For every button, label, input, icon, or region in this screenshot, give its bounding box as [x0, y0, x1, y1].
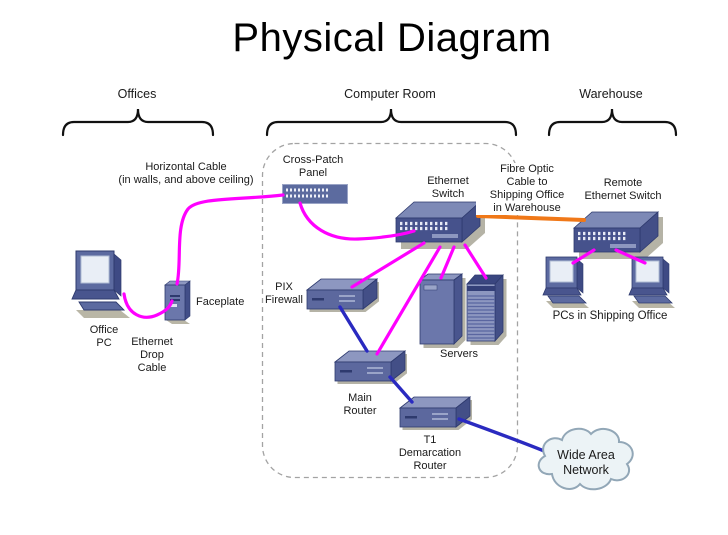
server-icon — [463, 272, 507, 352]
remote-switch-label: Remote Ethernet Switch — [584, 177, 662, 202]
cross-patch-panel — [282, 184, 348, 204]
ethernet-drop-cable-label: Ethernet Drop Cable — [131, 336, 173, 374]
t1-demarcation-router — [396, 392, 472, 432]
section-label-computer-room: Computer Room — [344, 87, 436, 101]
switch-icon — [392, 198, 486, 250]
shipping-pc-1 — [541, 255, 593, 311]
pc-icon — [541, 255, 593, 311]
patch-panel-icon — [282, 184, 348, 204]
remote-ethernet-switch — [570, 208, 664, 260]
faceplate-label: Faceplate — [196, 296, 245, 308]
wan-label: Wide Area Network — [557, 448, 615, 477]
main-router-label: Main Router — [343, 392, 377, 417]
page-title: Physical Diagram — [232, 16, 552, 60]
faceplate-icon — [160, 278, 196, 326]
pc-icon — [627, 255, 679, 311]
cross-patch-panel-label: Cross-Patch Panel — [282, 154, 344, 179]
router-icon — [331, 346, 407, 386]
switch-icon — [570, 208, 664, 260]
ethernet-switch-label: Ethernet Switch — [427, 175, 469, 200]
pix-firewall-label: PIX Firewall — [265, 281, 303, 306]
server-2 — [463, 272, 507, 352]
warehouse-brace — [547, 108, 678, 137]
pcs-shipping-label: PCs in Shipping Office — [552, 310, 668, 322]
router-icon — [396, 392, 472, 432]
office-pc-icon — [70, 248, 134, 324]
t1-router-label: T1 Demarcation Router — [398, 434, 462, 472]
server-icon — [416, 270, 468, 352]
office-pc-label: Office PC — [89, 324, 119, 349]
faceplate — [160, 278, 196, 326]
section-label-offices: Offices — [117, 87, 157, 101]
office-pc — [70, 248, 134, 324]
computer-room-brace — [265, 108, 518, 137]
servers-label: Servers — [440, 348, 478, 360]
computer-room-boundary — [261, 142, 519, 479]
server-1 — [416, 270, 468, 352]
horizontal-cable-label: Horizontal Cable (in walls, and above ce… — [118, 161, 254, 186]
offices-brace — [61, 108, 215, 137]
fibre-optic-label: Fibre Optic Cable to Shipping Office in … — [476, 163, 578, 215]
main-router — [331, 346, 407, 386]
ethernet-switch — [392, 198, 486, 250]
shipping-pc-2 — [627, 255, 679, 311]
section-label-warehouse: Warehouse — [579, 87, 643, 101]
